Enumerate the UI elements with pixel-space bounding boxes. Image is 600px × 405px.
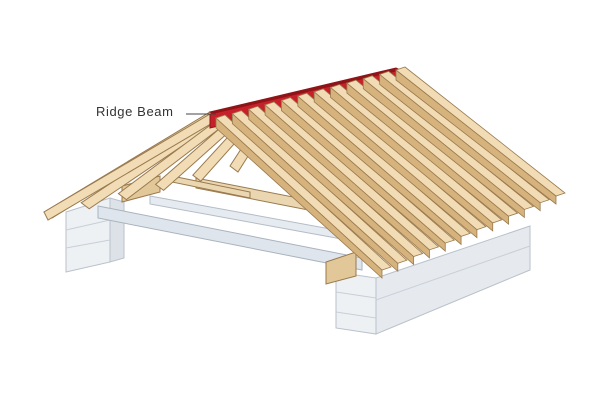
rafter: [297, 92, 471, 237]
rafter: [247, 105, 424, 257]
rafter: [231, 110, 408, 264]
steel-beams: [97, 195, 381, 271]
rafter: [215, 114, 392, 271]
ridge-beam-label: Ridge Beam: [96, 104, 174, 119]
right-wall: [335, 225, 531, 335]
rafter: [378, 70, 551, 204]
rafter: [264, 101, 440, 251]
rafter: [362, 75, 535, 210]
right-rafter-group: [215, 66, 566, 279]
rafter: [329, 84, 503, 224]
rafter: [313, 88, 487, 231]
rafter: [346, 79, 519, 217]
rafter: [395, 66, 566, 197]
rafter: [280, 97, 456, 244]
